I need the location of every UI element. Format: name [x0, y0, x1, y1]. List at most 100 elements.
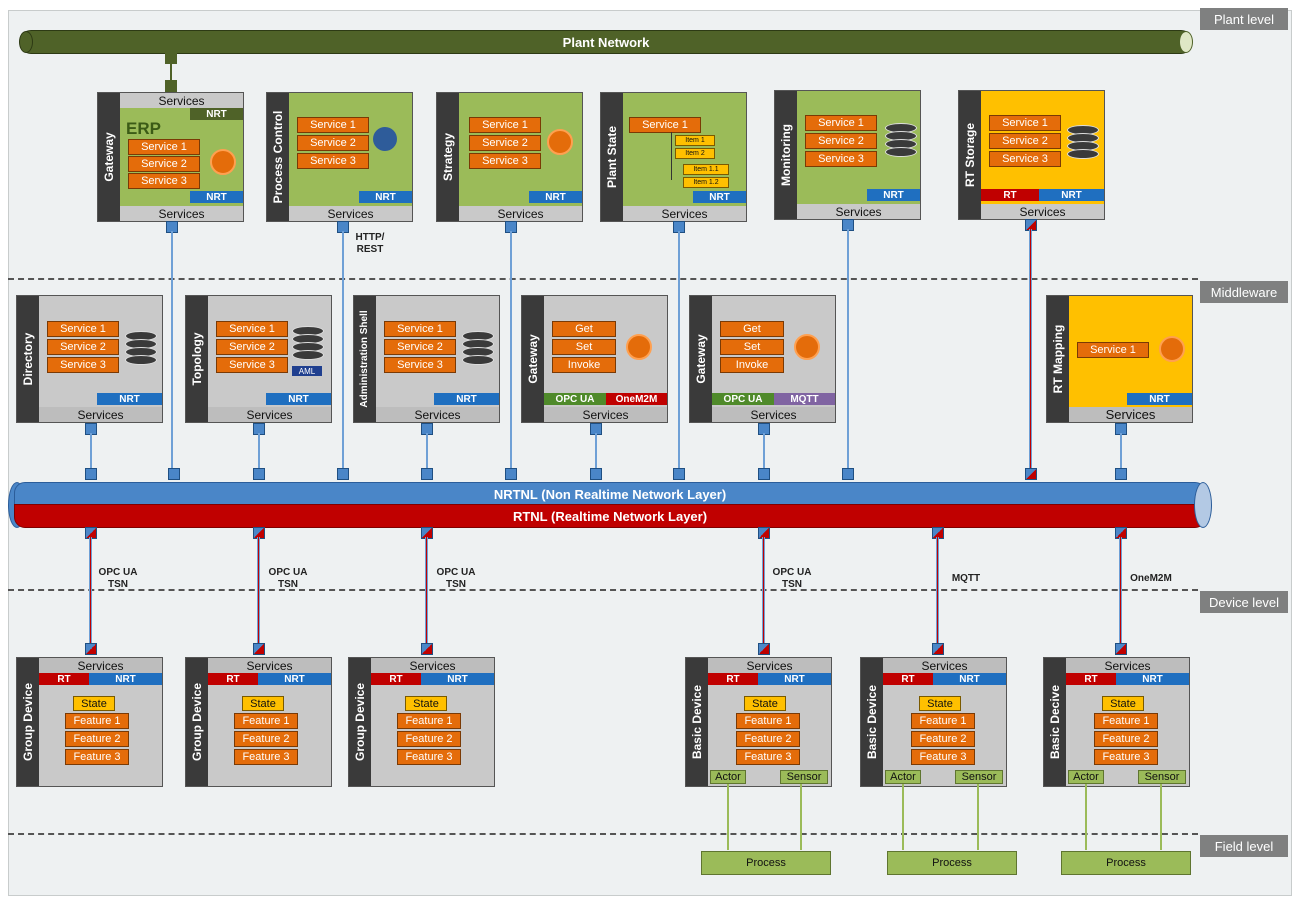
gd3-nrt: NRT: [421, 673, 494, 685]
port: [758, 468, 770, 480]
bd2-sensor: Sensor: [955, 770, 1003, 784]
plant-network-port: [165, 52, 177, 64]
topology-box[interactable]: Topology Service 1 Service 2 Service 3 A…: [185, 295, 332, 423]
group-device-side: Group Device: [17, 658, 39, 786]
sensor-arrow: [800, 784, 802, 850]
port-rt: [85, 643, 97, 655]
plant-network-cap-left: [19, 31, 33, 53]
basic-device-side: Basic Device: [861, 658, 883, 786]
gd2-services: Services: [208, 658, 331, 673]
pc-service-3: Service 3: [297, 153, 369, 169]
as-service-1: Service 1: [384, 321, 456, 337]
gw1-set: Set: [552, 339, 616, 355]
rt-mapping-side: RT Mapping: [1047, 296, 1069, 422]
group-device-side: Group Device: [349, 658, 371, 786]
gd1-feature-3: Feature 3: [65, 749, 129, 765]
pc-service-2: Service 2: [297, 135, 369, 151]
plant-network-bus: Plant Network: [19, 30, 1193, 54]
link-line: [510, 231, 512, 471]
dir-services: Services: [39, 407, 162, 422]
group-device-box[interactable]: Group Device Services RT NRT State Featu…: [16, 657, 163, 787]
group-device-box[interactable]: Group Device Services RT NRT State Featu…: [185, 657, 332, 787]
directory-box[interactable]: Directory Service 1 Service 2 Service 3 …: [16, 295, 163, 423]
monitoring-title: Monitoring: [779, 124, 793, 186]
gd1-feature-1: Feature 1: [65, 713, 129, 729]
strategy-box[interactable]: Strategy Service 1 Service 2 Service 3 N…: [436, 92, 583, 222]
gw2-invoke: Invoke: [720, 357, 784, 373]
bd3-services: Services: [1066, 658, 1189, 673]
plant-state-box[interactable]: Plant State Service 1 Item 1 Item 2 Item…: [600, 92, 747, 222]
erp-nrt: NRT: [190, 191, 243, 203]
gateway-opcua-mqtt-box[interactable]: Gateway Get Set Invoke OPC UA MQTT Servi…: [689, 295, 836, 423]
group-device-side: Group Device: [186, 658, 208, 786]
erp-services: Services: [120, 206, 243, 221]
ps-nrt: NRT: [693, 191, 746, 203]
bd1-nrt: NRT: [758, 673, 831, 685]
basic-device-box[interactable]: Basic Device Services RT NRT State Featu…: [860, 657, 1007, 787]
gateway-opcua-onem2m-box[interactable]: Gateway Get Set Invoke OPC UA OneM2M Ser…: [521, 295, 668, 423]
monitoring-box[interactable]: Monitoring Service 1 Service 2 Service 3…: [774, 90, 921, 220]
link-line: [763, 433, 765, 469]
rts-service-1: Service 1: [989, 115, 1061, 131]
divider-device-field: [8, 833, 1198, 835]
sensor-arrow: [1160, 784, 1162, 850]
gd1-feature-2: Feature 2: [65, 731, 129, 747]
ps-item-1-1: Item 1.1: [683, 164, 729, 175]
erp-title: ERP: [126, 119, 161, 138]
topo-service-1: Service 1: [216, 321, 288, 337]
bd3-actor: Actor: [1068, 770, 1104, 784]
pc-services: Services: [289, 206, 412, 221]
process-box[interactable]: Process: [1061, 851, 1191, 875]
strategy-service-2: Service 2: [469, 135, 541, 151]
dir-service-1: Service 1: [47, 321, 119, 337]
process-box[interactable]: Process: [701, 851, 831, 875]
gd2-feature-1: Feature 1: [234, 713, 298, 729]
group-device-box[interactable]: Group Device Services RT NRT State Featu…: [348, 657, 495, 787]
link-line: [1120, 433, 1122, 469]
rt-mapping-box[interactable]: RT Mapping Service 1 NRT Services: [1046, 295, 1193, 423]
port: [337, 468, 349, 480]
level-tag-field: Field level: [1200, 835, 1288, 857]
process-control-box[interactable]: Process Control Service 1 Service 2 Serv…: [266, 92, 413, 222]
rtm-services: Services: [1069, 407, 1192, 422]
link-line-rt: [1029, 229, 1032, 471]
admin-shell-title: Administration Shell: [359, 310, 370, 408]
ps-services: Services: [623, 206, 746, 221]
basic-device-box[interactable]: Basic Decive Services RT NRT State Featu…: [1043, 657, 1190, 787]
gw2-mqtt: MQTT: [774, 393, 835, 405]
as-service-2: Service 2: [384, 339, 456, 355]
divider-plant-middleware: [8, 278, 1198, 280]
opcua-tsn-label: OPC UA TSN: [268, 567, 308, 590]
topo-service-3: Service 3: [216, 357, 288, 373]
strategy-icon: [547, 129, 573, 155]
port: [421, 468, 433, 480]
port: [505, 468, 517, 480]
bd2-state: State: [919, 696, 961, 711]
rts-service-2: Service 2: [989, 133, 1061, 149]
admin-shell-side: Administration Shell: [354, 296, 376, 422]
plant-network-drop: [170, 64, 172, 80]
basic-device-box[interactable]: Basic Device Services RT NRT State Featu…: [685, 657, 832, 787]
strategy-service-1: Service 1: [469, 117, 541, 133]
erp-gateway-box[interactable]: Gateway Services NRT ERP Service 1 Servi…: [97, 92, 244, 222]
port-rt: [253, 643, 265, 655]
gd2-feature-3: Feature 3: [234, 749, 298, 765]
directory-title: Directory: [21, 332, 35, 386]
link-line-rt: [425, 537, 428, 643]
process-box[interactable]: Process: [887, 851, 1017, 875]
link-line: [426, 433, 428, 469]
administration-shell-box[interactable]: Administration Shell Service 1 Service 2…: [353, 295, 500, 423]
erp-service-2: Service 2: [128, 156, 200, 172]
port-rt: [421, 643, 433, 655]
link-line-rt: [89, 537, 92, 643]
topo-services: Services: [208, 407, 331, 422]
gateway-1-title: Gateway: [526, 334, 540, 384]
rt-storage-box[interactable]: RT Storage Service 1 Service 2 Service 3…: [958, 90, 1105, 220]
database-icon: [292, 326, 324, 360]
port-rt: [1025, 468, 1037, 480]
database-icon: [885, 123, 917, 157]
divider-middleware-device: [8, 589, 1198, 591]
nrtnl-bus: NRTNL (Non Realtime Network Layer): [14, 482, 1206, 506]
gw1-onem2m: OneM2M: [606, 393, 667, 405]
bd3-nrt: NRT: [1116, 673, 1189, 685]
